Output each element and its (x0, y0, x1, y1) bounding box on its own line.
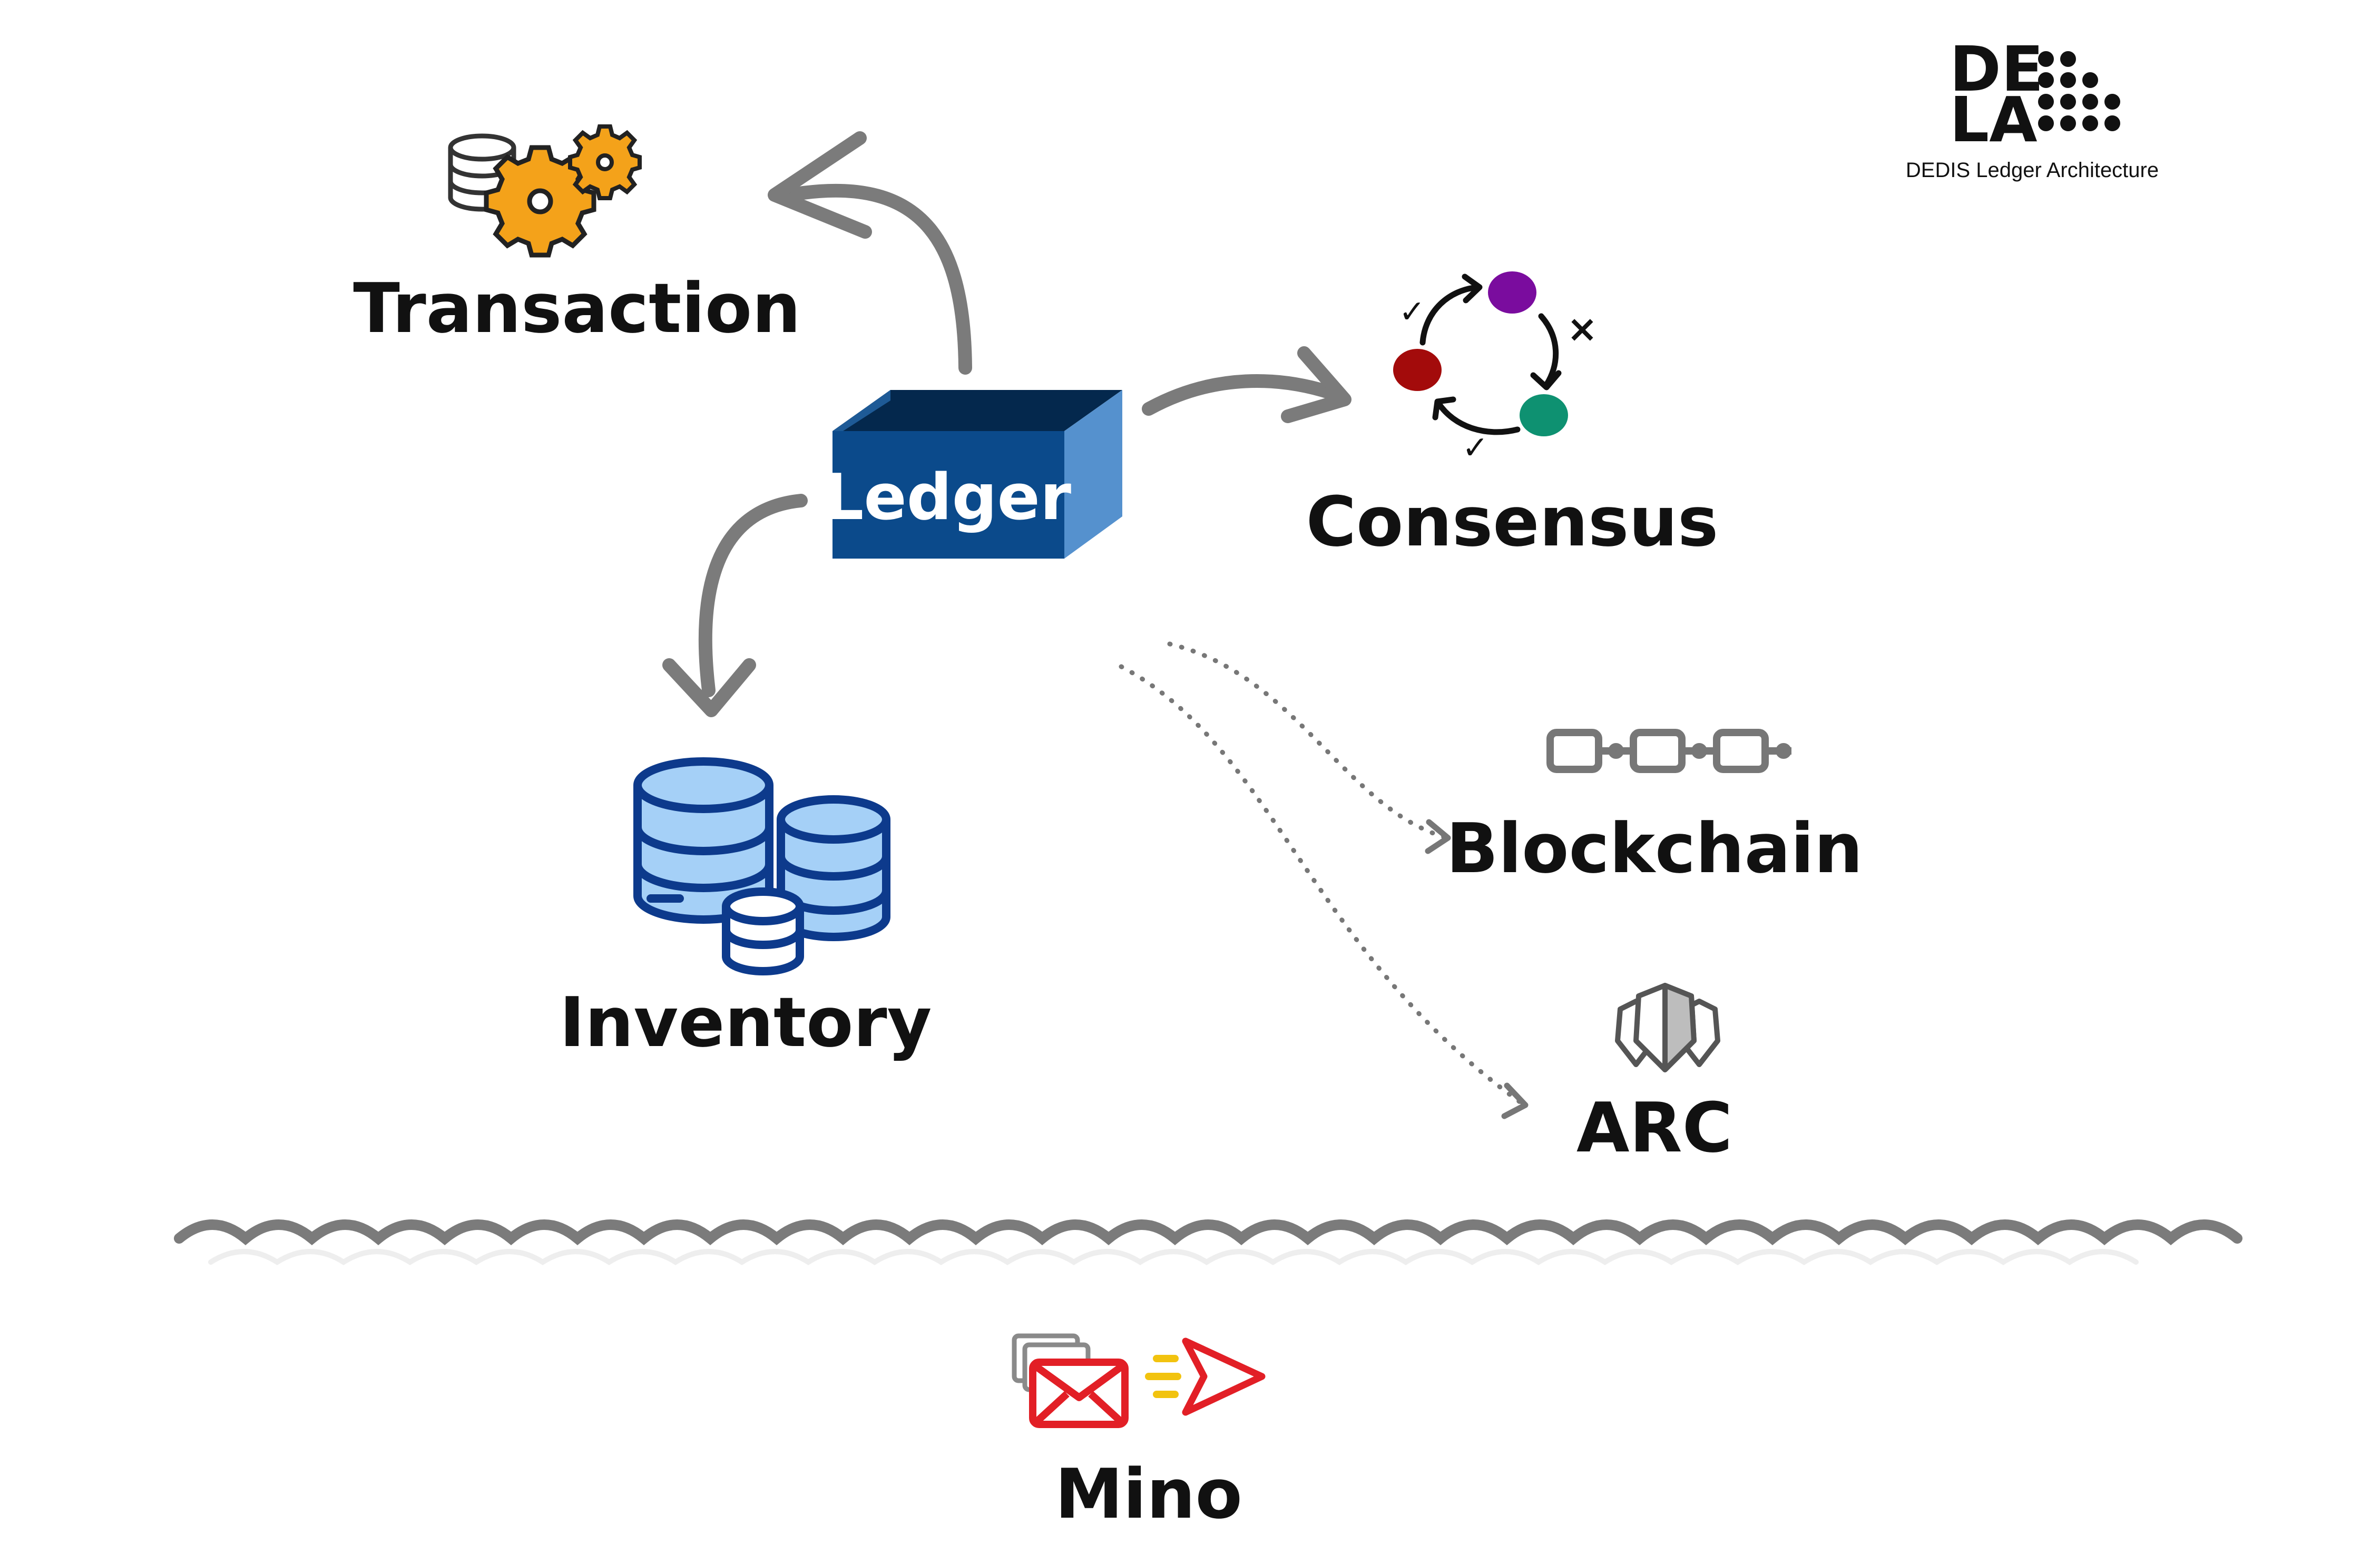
consensus-mark-1: ✓ (1399, 294, 1425, 330)
consensus-mark-3: ✓ (1462, 429, 1488, 466)
dotted-arrowhead-arc (1501, 1082, 1529, 1119)
arrow-ledger-to-consensus (1142, 374, 1348, 416)
logo-line-2: LA (1950, 83, 2038, 156)
logo-subtitle: DEDIS Ledger Architecture (1906, 159, 2159, 182)
consensus-label: Consensus (1306, 482, 1719, 562)
dotted-arrowhead-blockchain (1425, 819, 1451, 854)
wavy-divider (174, 1219, 2242, 1245)
arc-label: ARC (1576, 1088, 1732, 1168)
ledger-box-icon: Ledger (824, 390, 1122, 559)
gears-database-icon (448, 124, 642, 258)
inventory-label: Inventory (560, 982, 932, 1062)
wavy-divider-shadow (208, 1249, 2139, 1265)
arrow-ledger-to-inventory (698, 494, 808, 697)
dotted-arrow-to-blockchain (1167, 641, 1446, 839)
arrow-ledger-to-transaction (789, 183, 972, 375)
mino-label: Mino (1055, 1454, 1242, 1534)
dela-logo: DE LA DEDIS Ledger Architecture (1906, 33, 2159, 182)
logo-dots-icon (2038, 51, 2120, 131)
blockchain-label: Blockchain (1446, 808, 1863, 888)
arrowhead-inventory (662, 658, 756, 717)
mail-send-icon (1012, 1333, 1266, 1428)
transaction-label: Transaction (353, 268, 801, 348)
consensus-mark-2: × (1567, 307, 1598, 350)
ledger-label: Ledger (824, 461, 1071, 534)
chain-icon (1546, 729, 1791, 773)
dotted-arrow-to-arc (1119, 664, 1523, 1105)
shield-icon (1615, 983, 1720, 1072)
arrowhead-consensus (1281, 346, 1351, 423)
database-stack-icon (633, 757, 890, 975)
consensus-cycle-icon: ✓ × ✓ (1393, 271, 1598, 466)
arrowhead-transaction (768, 131, 872, 239)
logo-line-1: DE (1950, 33, 2044, 105)
